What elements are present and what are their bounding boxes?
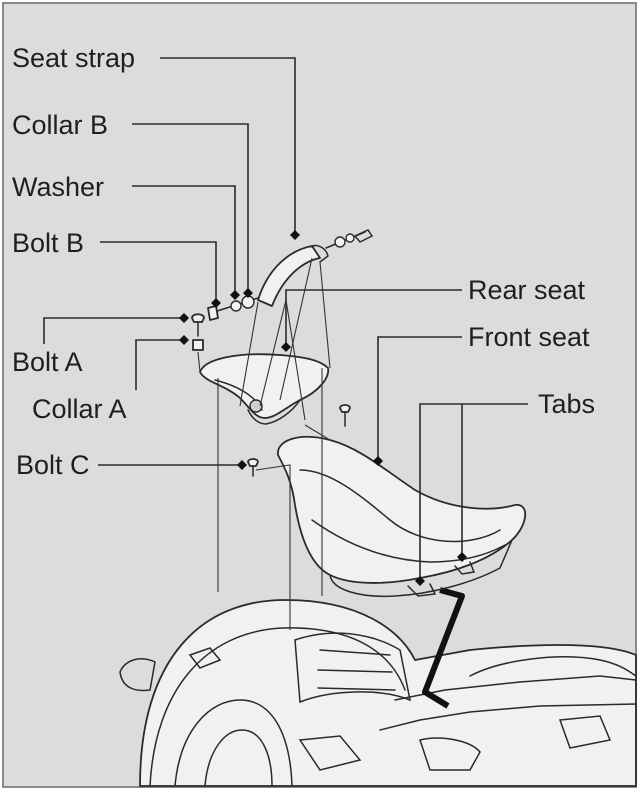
leader-markers — [179, 230, 467, 586]
seat-bracket — [422, 587, 465, 709]
rear-fender — [119, 599, 637, 787]
leader-lines — [43, 57, 528, 580]
label-seat-strap: Seat strap — [12, 43, 135, 73]
label-rear-seat: Rear seat — [468, 275, 586, 305]
label-tabs: Tabs — [538, 389, 595, 419]
front-seat-part — [277, 436, 527, 598]
label-washer: Washer — [12, 172, 104, 202]
label-front-seat: Front seat — [468, 322, 590, 352]
label-bolt-a: Bolt A — [12, 347, 83, 377]
label-collar-a: Collar A — [32, 394, 127, 424]
seat-strap-part — [257, 229, 374, 307]
assembly-guide-lines — [197, 257, 331, 630]
label-bolt-b: Bolt B — [12, 228, 84, 258]
label-bolt-c: Bolt C — [16, 450, 90, 480]
hardware-bolt-a — [191, 313, 205, 351]
hardware-bolt-c — [247, 404, 351, 477]
label-collar-b: Collar B — [12, 110, 108, 140]
